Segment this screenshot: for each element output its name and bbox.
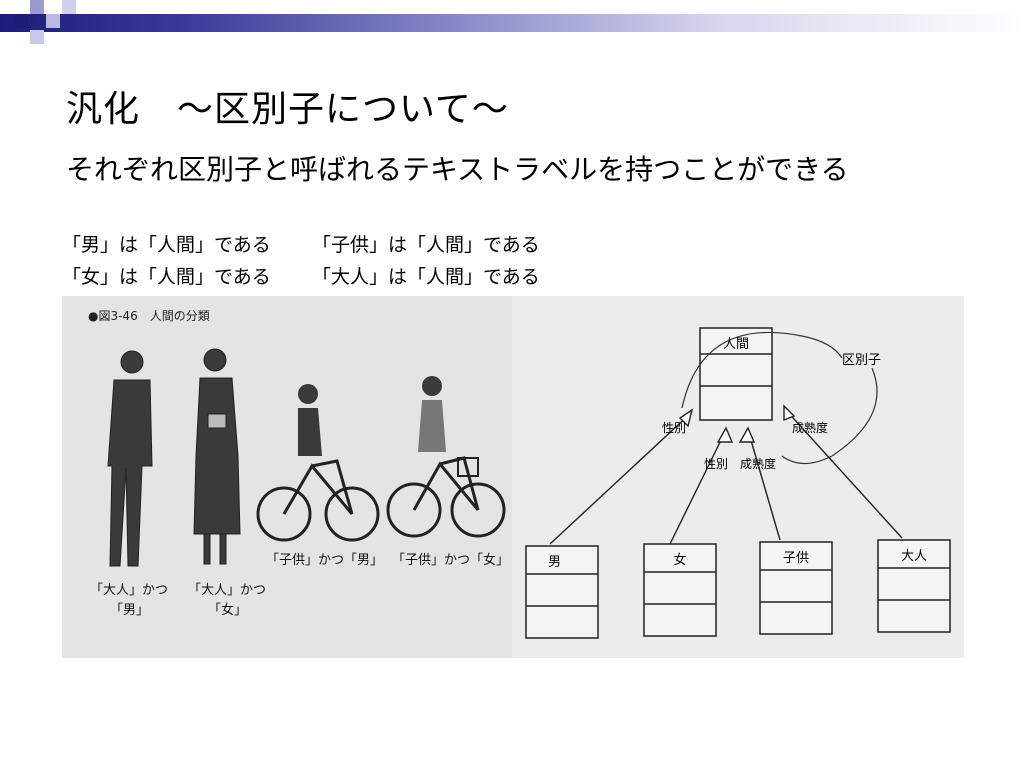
child-class-adult: 大人 bbox=[901, 549, 927, 564]
discriminator-maturity-2: 成熟度 bbox=[740, 456, 776, 471]
discriminator-gender-2: 性別 bbox=[704, 457, 728, 471]
uml-generalization-diagram: 人間 区別子 性別 成熟度 性別 成熟度 bbox=[525, 327, 951, 639]
header-white-strip bbox=[0, 0, 1024, 14]
header-square-light-4 bbox=[62, 0, 76, 14]
adult-man-figure bbox=[107, 350, 153, 567]
child-class-child: 子供 bbox=[783, 551, 809, 566]
header-square-light-3 bbox=[30, 30, 44, 44]
discriminator-maturity-1: 成熟度 bbox=[792, 420, 828, 435]
header-square-light-2 bbox=[46, 14, 60, 28]
label-adult-man-line1: 「大人」かつ bbox=[90, 583, 168, 598]
child-class-male: 男 bbox=[548, 555, 561, 570]
generalization-lines bbox=[549, 407, 903, 545]
figure-left-panel: ●図3-46 人間の分類 bbox=[62, 296, 512, 658]
slide-title: 汎化 ～区別子について～ bbox=[66, 89, 509, 130]
label-boy: 「子供」かつ「男」 bbox=[266, 553, 383, 568]
rule-male-is-human: 「男」は「人間」である bbox=[62, 234, 271, 256]
header-square-light-1 bbox=[30, 0, 44, 14]
figure-caption: ●図3-46 人間の分類 bbox=[88, 309, 210, 323]
child-class-boxes bbox=[525, 539, 951, 639]
parent-class-name: 人間 bbox=[723, 337, 749, 352]
discriminator-arc-top bbox=[681, 331, 843, 409]
label-adult-man-line2: 「男」 bbox=[110, 603, 149, 618]
rule-adult-is-human: 「大人」は「人間」である bbox=[312, 266, 540, 288]
adult-woman-figure bbox=[193, 348, 241, 565]
rule-female-is-human: 「女」は「人間」である bbox=[62, 266, 271, 288]
scanned-figure: ●図3-46 人間の分類 bbox=[62, 296, 964, 658]
header-square-dark bbox=[14, 14, 28, 28]
child-class-female: 女 bbox=[673, 552, 686, 568]
generalization-arrowheads bbox=[678, 404, 796, 443]
people-illustration: ●図3-46 人間の分類 bbox=[88, 309, 509, 618]
discriminator-arc-bottom bbox=[781, 367, 878, 465]
girl-bicycle-figure bbox=[386, 376, 506, 538]
parent-class-box bbox=[699, 327, 773, 421]
label-girl: 「子供」かつ「女」 bbox=[392, 552, 509, 568]
discriminator-gender-1: 性別 bbox=[662, 421, 686, 435]
figure-right-panel: 人間 区別子 性別 成熟度 性別 成熟度 bbox=[512, 296, 964, 658]
label-adult-woman-line2: 「女」 bbox=[208, 602, 247, 618]
boy-bicycle-figure bbox=[256, 384, 380, 542]
label-adult-woman-line1: 「大人」かつ bbox=[188, 583, 266, 598]
discriminator-label: 区別子 bbox=[842, 353, 881, 368]
slide-subtitle: それぞれ区別子と呼ばれるテキストラベルを持つことができる bbox=[66, 153, 849, 186]
rule-child-is-human: 「子供」は「人間」である bbox=[312, 234, 540, 256]
